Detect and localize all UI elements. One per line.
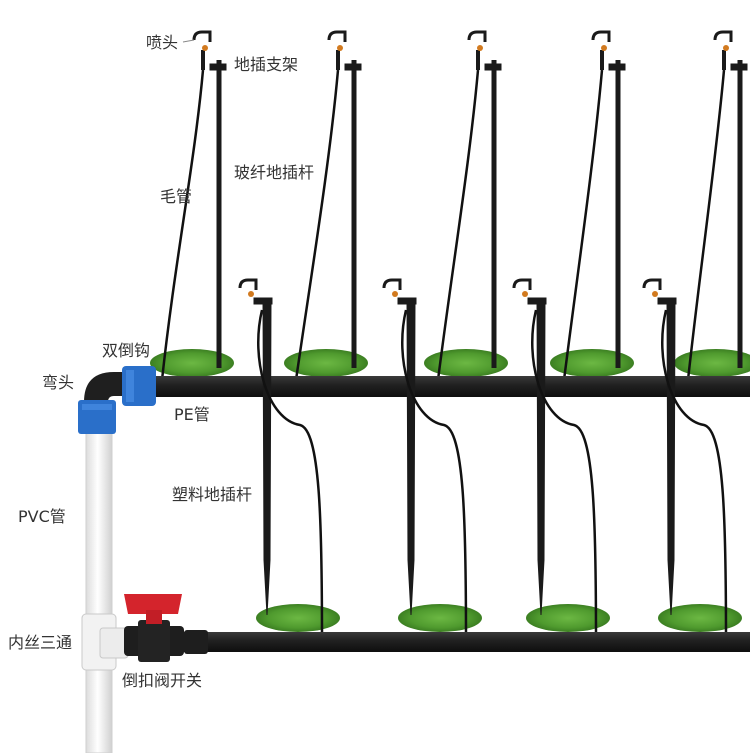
grass-patch: [150, 349, 234, 377]
top-sprinkler-stakes: [192, 30, 748, 368]
grass-patch: [550, 349, 634, 377]
grass-patch: [674, 349, 750, 377]
pvc-pipe: [85, 429, 113, 753]
label-plastic-stake: 塑料地插杆: [172, 485, 253, 504]
label-female-tee: 内丝三通: [8, 633, 73, 652]
grass-patch: [398, 604, 482, 632]
label-pe-pipe: PE管: [174, 405, 210, 424]
label-barb-valve: 倒扣阀开关: [122, 671, 203, 690]
pe-pipe-top: [150, 376, 750, 397]
grass-patch: [284, 349, 368, 377]
elbow-fitting: [78, 372, 130, 434]
label-ground-bracket: 地插支架: [234, 55, 299, 74]
label-double-barb: 双倒钩: [102, 341, 151, 360]
label-capillary-tube: 毛管: [160, 187, 193, 206]
grass-patch: [526, 604, 610, 632]
top-capillary-tubes: [160, 69, 726, 381]
bottom-capillary-tubes: [257, 309, 728, 641]
female-tee-fitting: [81, 613, 129, 671]
barb-valve: [124, 594, 208, 662]
double-barb-connector: [122, 366, 156, 406]
label-elbow: 弯头: [42, 373, 75, 392]
grass-patch: [256, 604, 340, 632]
label-pvc-pipe: PVC管: [18, 507, 66, 526]
leader-lines: [182, 39, 195, 43]
pe-pipe-bottom: [175, 632, 750, 652]
bottom-grass-patches: [256, 604, 742, 632]
top-grass-patches: [150, 349, 750, 377]
label-nozzle: 喷头: [146, 33, 179, 52]
bottom-plastic-stakes: [238, 278, 677, 616]
grass-patch: [424, 349, 508, 377]
label-fiberglass-stake: 玻纤地插杆: [234, 163, 315, 182]
grass-patch: [658, 604, 742, 632]
